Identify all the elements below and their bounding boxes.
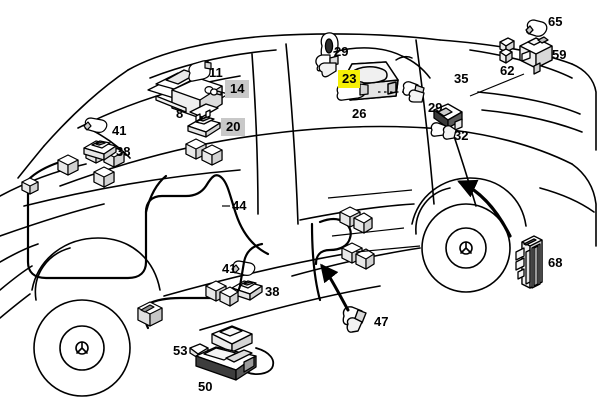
part-29b-32-rear-lamp xyxy=(430,103,463,140)
callout-38-upper: 38 xyxy=(116,144,131,159)
callout-35: 35 xyxy=(454,71,469,86)
callout-62: 62 xyxy=(500,63,515,78)
callout-41-upper: 41 xyxy=(112,123,127,138)
part-29a-lens-clip xyxy=(315,32,339,78)
callout-53: 53 xyxy=(173,343,188,358)
part-47-arrow xyxy=(320,263,350,312)
wiring-harness-console xyxy=(310,217,352,302)
part-41a-bulb xyxy=(83,117,108,133)
callout-41-lower: 41 xyxy=(222,261,237,276)
callout-23-highlighted[interactable]: 23 xyxy=(338,70,361,88)
part-11-festoon-bulb xyxy=(188,60,212,82)
callout-50: 50 xyxy=(198,379,213,394)
callout-68: 68 xyxy=(548,255,563,270)
part-50-switch-cable xyxy=(245,347,275,375)
callout-20: 20 xyxy=(221,118,246,136)
wheel-arch-and-wheels xyxy=(0,177,527,397)
part-65-festoon-bulb xyxy=(525,19,548,37)
floor-reference-lines xyxy=(327,189,421,253)
harness-connectors-mid xyxy=(185,138,223,166)
part-38a-entry-lamp xyxy=(83,140,117,161)
harness-connectors-lower xyxy=(137,280,239,327)
callout-44: 44 xyxy=(232,198,247,213)
callout-32: 32 xyxy=(454,128,469,143)
callout-8: 8 xyxy=(176,106,184,121)
callout-14: 14 xyxy=(225,80,250,98)
callout-38-lower: 38 xyxy=(265,284,280,299)
callout-29-lower: 29 xyxy=(428,100,443,115)
part-68-arrow xyxy=(457,179,512,238)
callout-26: 26 xyxy=(352,106,367,121)
car-body-outline xyxy=(0,33,597,331)
callout-47: 47 xyxy=(374,314,389,329)
part-35-boot-lamp-cable xyxy=(333,47,431,79)
part-50-switch-body xyxy=(195,346,257,381)
callout-59: 59 xyxy=(552,47,567,62)
callout-65: 65 xyxy=(548,14,563,29)
console-connectors xyxy=(339,206,375,270)
part-68-relay-block xyxy=(515,235,543,289)
part-59-leader-line xyxy=(469,73,525,97)
part-59-glove-box-lamp xyxy=(519,36,553,75)
callout-29-upper: 29 xyxy=(334,44,349,59)
callout-11: 11 xyxy=(209,65,223,80)
part-20-reading-lamp xyxy=(187,116,221,138)
part-62-bulb-holder xyxy=(499,37,515,64)
part-35-lamp-body xyxy=(402,81,425,103)
part-14-bulb xyxy=(204,85,222,96)
